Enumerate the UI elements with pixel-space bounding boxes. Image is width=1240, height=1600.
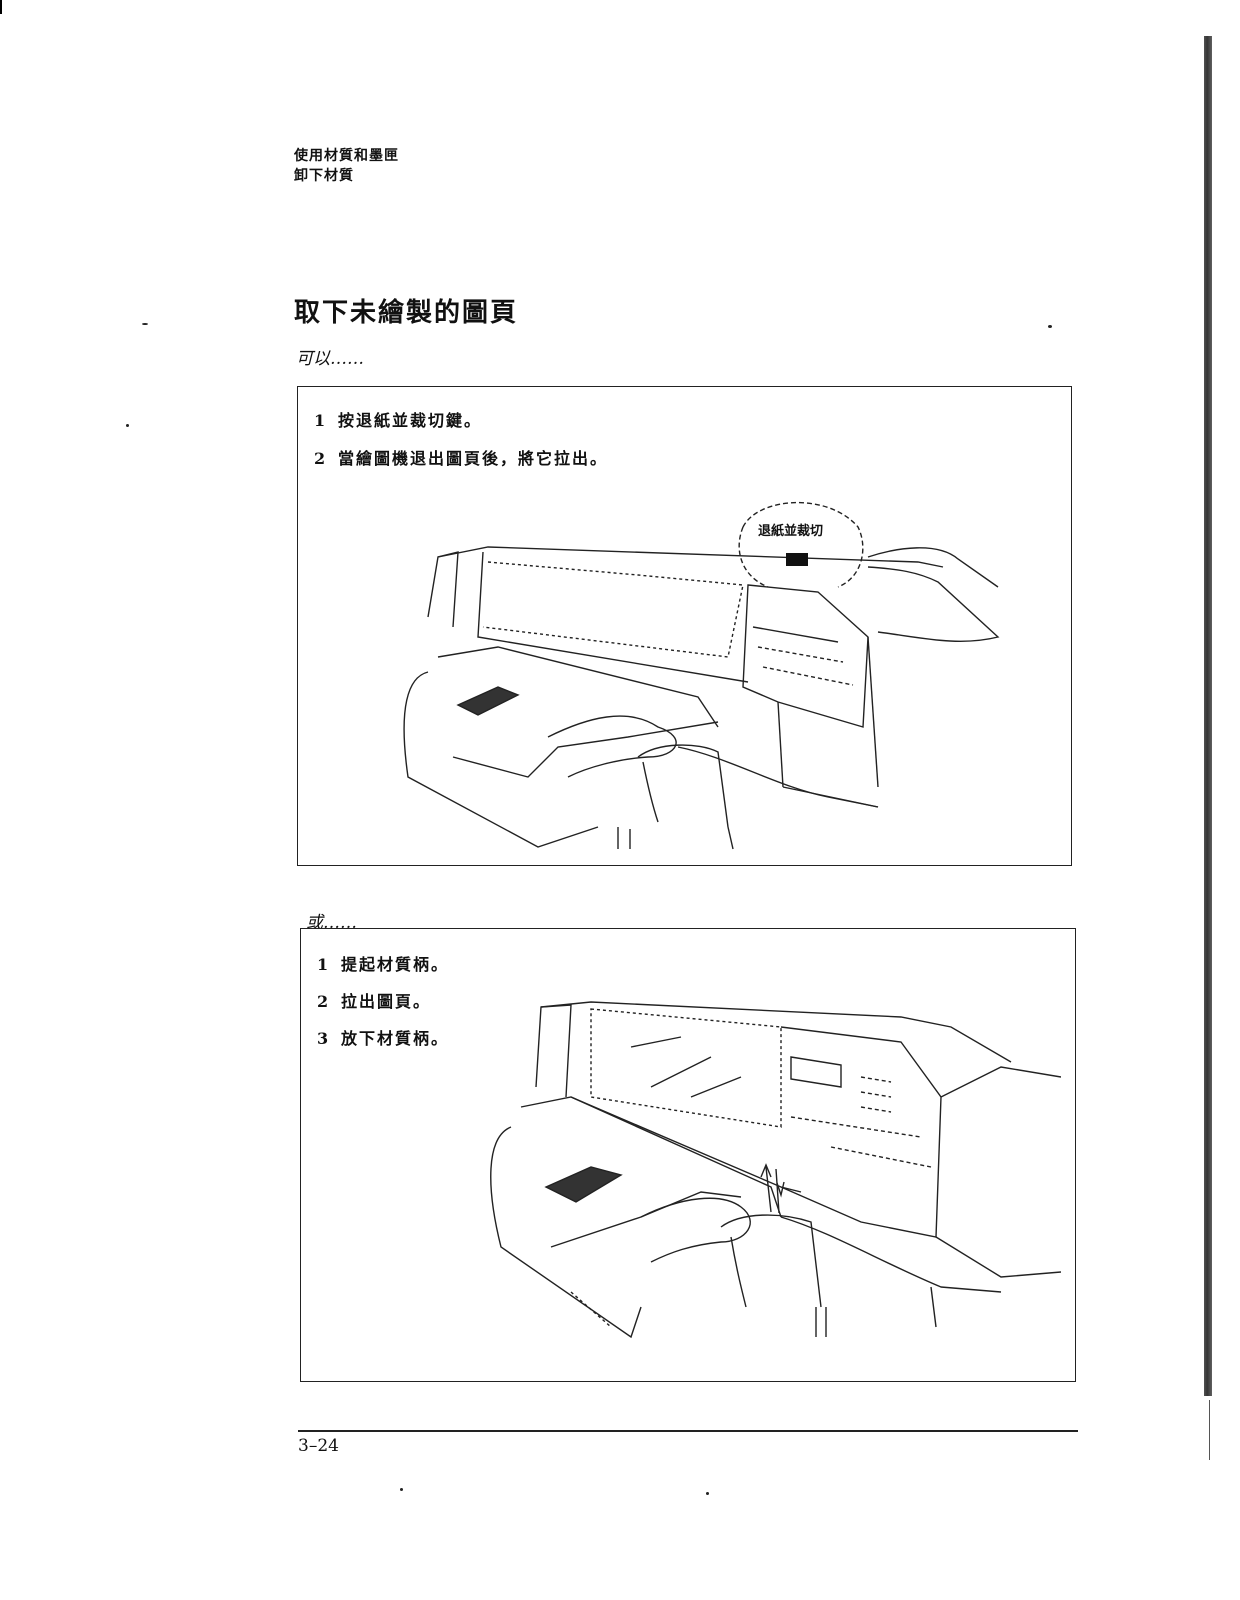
method-1-panel: 1 按退紙並裁切鍵。 2 當繪圖機退出圖頁後，將它拉出。 [297, 386, 1072, 866]
step-item: 2 拉出圖頁。 [317, 988, 449, 1025]
chapter-title: 使用材質和墨匣 [294, 148, 399, 164]
step-number: 2 [314, 449, 326, 468]
scan-edge-mark [0, 0, 2, 14]
step-item: 2 當繪圖機退出圖頁後，將它拉出。 [314, 445, 608, 483]
footer-rule [298, 1430, 1078, 1432]
scan-speck [706, 1492, 709, 1495]
scan-speck [400, 1488, 403, 1491]
step-text: 拉出圖頁。 [341, 992, 432, 1011]
step-text: 放下材質柄。 [341, 1029, 450, 1048]
step-number: 3 [317, 1029, 329, 1048]
step-item: 3 放下材質柄。 [317, 1025, 449, 1062]
method-1-lead-in: 可以…… [296, 349, 364, 369]
page-title: 取下未繪製的圖頁 [294, 298, 519, 328]
plotter-eject-illustration: 退紙並裁切 [403, 501, 1000, 850]
step-number: 2 [317, 992, 329, 1011]
plotter-lever-illustration [490, 1001, 1061, 1339]
method-1-steps: 1 按退紙並裁切鍵。 2 當繪圖機退出圖頁後，將它拉出。 [314, 407, 608, 483]
step-text: 提起材質柄。 [341, 955, 450, 974]
eject-cut-button-icon [786, 553, 808, 566]
running-header: 使用材質和墨匣 卸下材質 [294, 146, 399, 186]
step-item: 1 提起材質柄。 [317, 951, 449, 988]
scan-speck [126, 424, 129, 427]
scan-speck [142, 323, 148, 325]
scan-speck [1048, 325, 1052, 328]
step-number: 1 [314, 411, 326, 430]
scan-binding-shadow [1204, 36, 1212, 1396]
eject-cut-button-label: 退紙並裁切 [758, 523, 823, 539]
page-number: 3–24 [298, 1436, 339, 1456]
step-text: 按退紙並裁切鍵。 [338, 411, 483, 430]
scan-binding-tail [1209, 1400, 1210, 1460]
step-item: 1 按退紙並裁切鍵。 [314, 407, 608, 445]
step-number: 1 [317, 955, 329, 974]
method-2-panel: 1 提起材質柄。 2 拉出圖頁。 3 放下材質柄。 [300, 928, 1076, 1382]
step-text: 當繪圖機退出圖頁後，將它拉出。 [338, 449, 609, 468]
method-2-steps: 1 提起材質柄。 2 拉出圖頁。 3 放下材質柄。 [317, 951, 449, 1062]
section-title-small: 卸下材質 [294, 168, 354, 184]
